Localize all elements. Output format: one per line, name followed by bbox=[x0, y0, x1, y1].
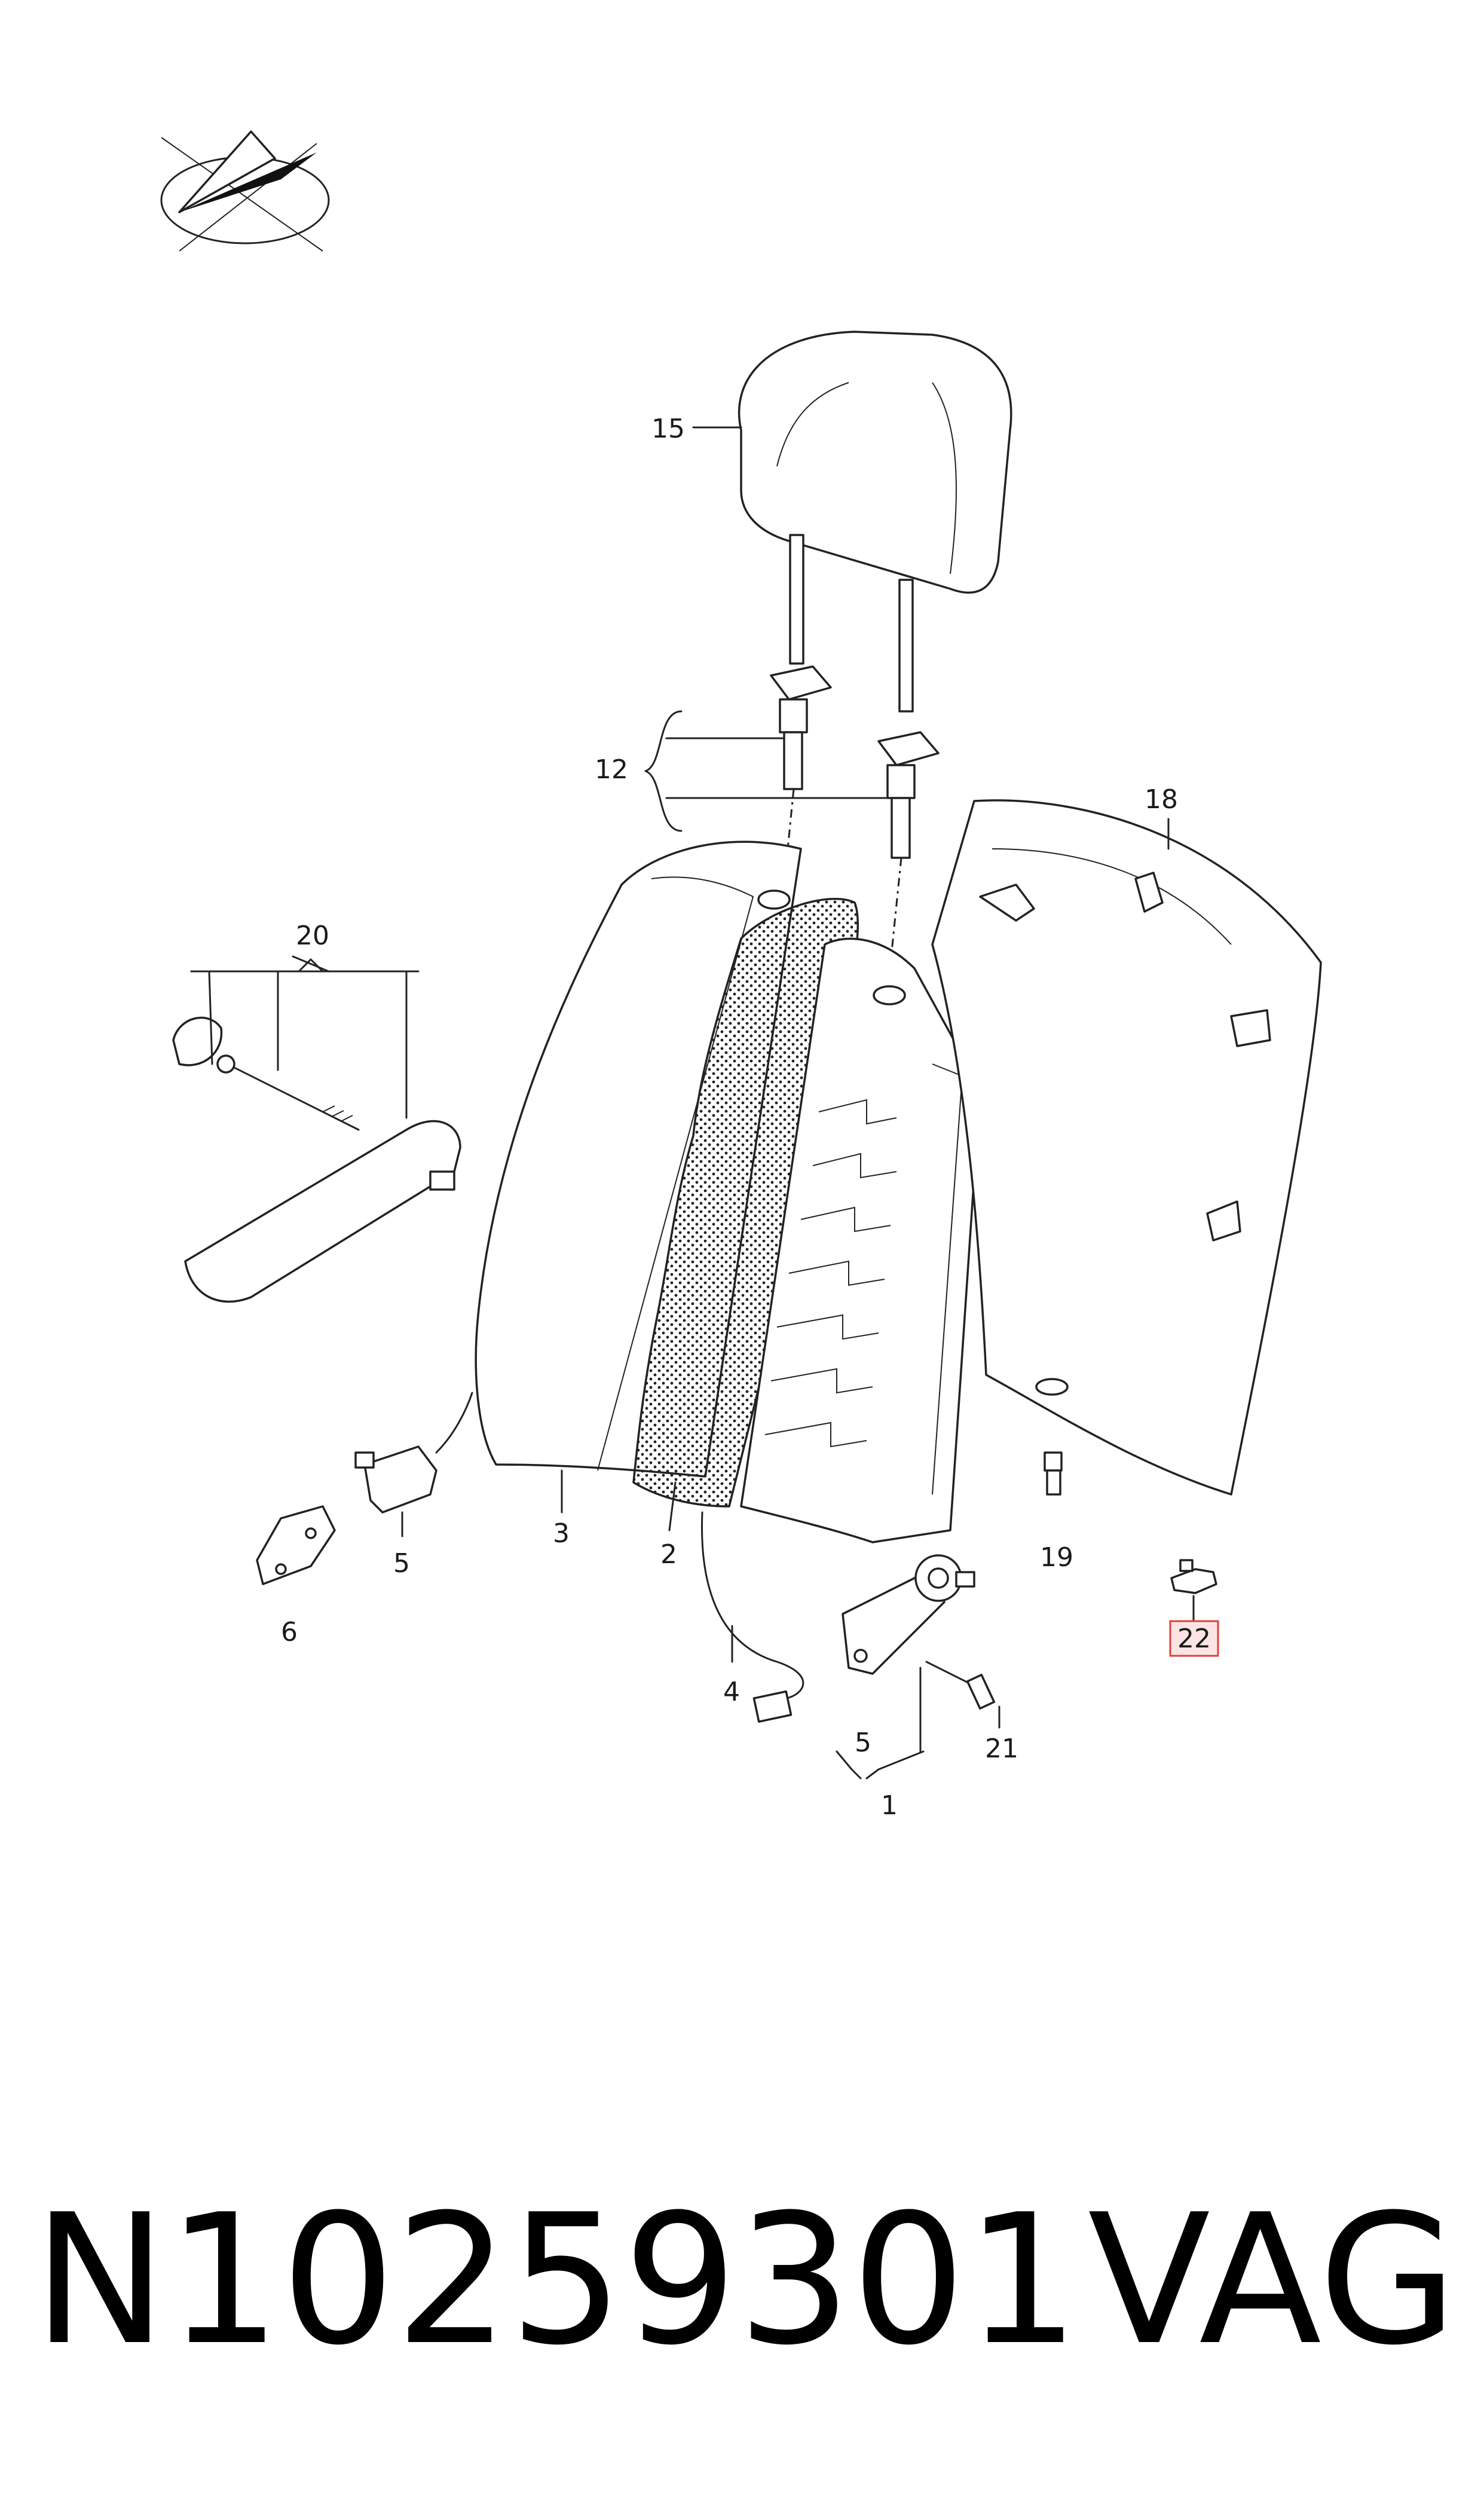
footer: N10259301 VAG bbox=[0, 2182, 1484, 2379]
callout-15: 15 bbox=[651, 414, 685, 444]
callout-bracket-20-legs bbox=[190, 958, 420, 1119]
callout-22: 22 bbox=[1177, 1624, 1211, 1654]
callout-bracket-20 bbox=[190, 955, 330, 1065]
callout-5a: 5 bbox=[393, 1548, 410, 1579]
part-number: N10259301 bbox=[33, 2176, 1080, 2384]
bracket-plate-part bbox=[256, 1505, 336, 1585]
highlight-box bbox=[1169, 1620, 1219, 1657]
callout-4: 4 bbox=[723, 1677, 740, 1707]
cable-harness-part bbox=[701, 1511, 804, 1723]
callout-brace-12 bbox=[644, 710, 683, 832]
retaining-clip-part bbox=[1170, 1559, 1217, 1594]
callout-leader-2 bbox=[668, 1481, 677, 1531]
panel-clip-part bbox=[1044, 1451, 1063, 1496]
callout-18: 18 bbox=[1145, 784, 1178, 815]
callout-5b: 5 bbox=[855, 1728, 871, 1758]
headrest-part bbox=[738, 331, 1012, 713]
brand-name: VAG bbox=[1088, 2176, 1458, 2384]
callout-2: 2 bbox=[660, 1539, 677, 1570]
rear-panel-part bbox=[931, 799, 1322, 1496]
bolt-part bbox=[925, 1661, 996, 1710]
callout-20: 20 bbox=[296, 921, 329, 951]
headrest-guide-part bbox=[770, 665, 940, 859]
callout-19: 19 bbox=[1040, 1542, 1073, 1573]
callout-21: 21 bbox=[985, 1734, 1018, 1764]
armrest-part bbox=[172, 1016, 461, 1303]
callout-12: 12 bbox=[595, 754, 628, 785]
guide-axis-left bbox=[782, 788, 795, 897]
guide-axis-right bbox=[886, 857, 902, 993]
orientation-logo-icon bbox=[160, 130, 330, 252]
seat-switch-part bbox=[354, 1392, 473, 1514]
recliner-mechanism-part bbox=[842, 1554, 975, 1675]
callout-brace-1 bbox=[836, 1750, 925, 1780]
callout-6: 6 bbox=[281, 1617, 298, 1647]
backrest-frame-part bbox=[740, 889, 981, 1543]
callout-1: 1 bbox=[881, 1790, 898, 1821]
callout-3: 3 bbox=[553, 1518, 570, 1549]
